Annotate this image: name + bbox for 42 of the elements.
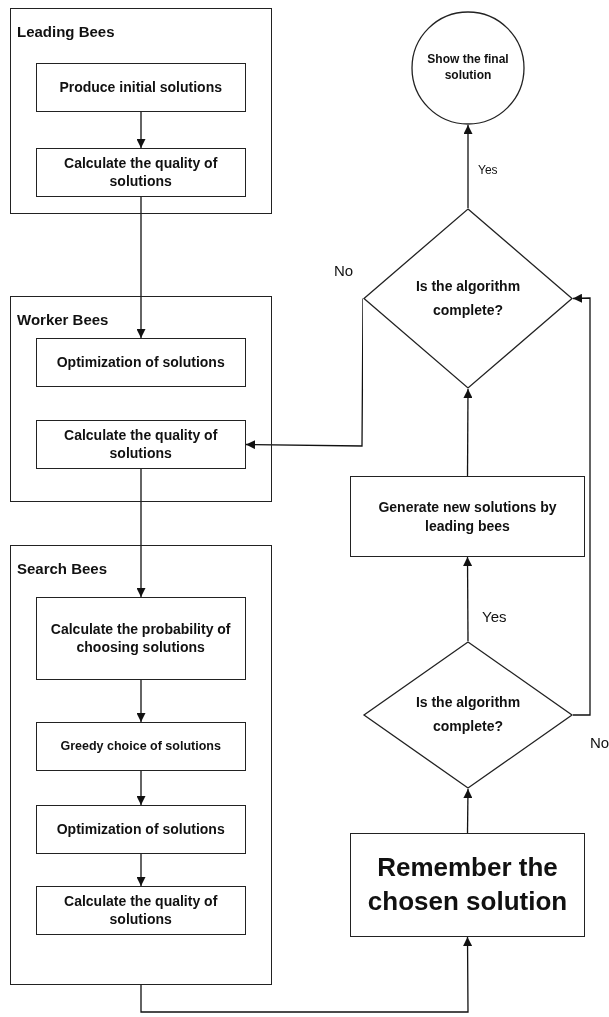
process-box <box>35 596 246 680</box>
group-frame <box>10 545 272 985</box>
group-frame <box>10 8 272 214</box>
process-box <box>35 721 246 771</box>
process-box <box>35 885 246 935</box>
node-label: Calculate the quality of solutions <box>63 426 219 463</box>
node-label: Show the final solution <box>426 52 510 84</box>
group-title: Leading Bees <box>17 22 115 42</box>
process-box <box>350 476 585 557</box>
node-label: Greedy choice of solutions <box>60 738 221 755</box>
arrow <box>463 388 473 477</box>
process-box <box>35 62 246 112</box>
arrow <box>572 293 591 716</box>
arrow <box>136 853 146 887</box>
arrow <box>463 124 473 209</box>
node-label: Calculate the quality of solutions <box>63 154 219 191</box>
arrow <box>136 468 146 598</box>
node-label: Calculate the quality of solutions <box>63 892 219 929</box>
process-box <box>35 337 246 387</box>
arrow <box>136 679 146 723</box>
group-frame <box>10 296 272 502</box>
node-label: Calculate the probability of choosing solutions <box>49 620 232 657</box>
arrow <box>136 111 146 149</box>
node-label: Optimization of solutions <box>56 820 225 839</box>
node-label: Is the algorithm complete? <box>414 693 522 736</box>
group-title: Search Bees <box>17 559 108 579</box>
arrow <box>136 196 146 339</box>
process-box <box>35 804 246 854</box>
node-label: Generate new solutions by leading bees <box>377 498 558 535</box>
arrow <box>463 556 473 642</box>
node-label: Remember the chosen solution <box>366 851 569 918</box>
process-box <box>350 833 585 937</box>
arrow <box>140 936 473 1013</box>
process-box <box>35 147 246 197</box>
node-label: Optimization of solutions <box>56 353 225 372</box>
node-label: Is the algorithm complete? <box>414 276 522 320</box>
arrow <box>463 788 473 834</box>
arrow <box>136 770 146 806</box>
edge-label: Yes <box>476 163 500 177</box>
process-box <box>35 419 246 469</box>
node-label: Produce initial solutions <box>59 78 222 97</box>
group-title: Worker Bees <box>17 310 109 330</box>
